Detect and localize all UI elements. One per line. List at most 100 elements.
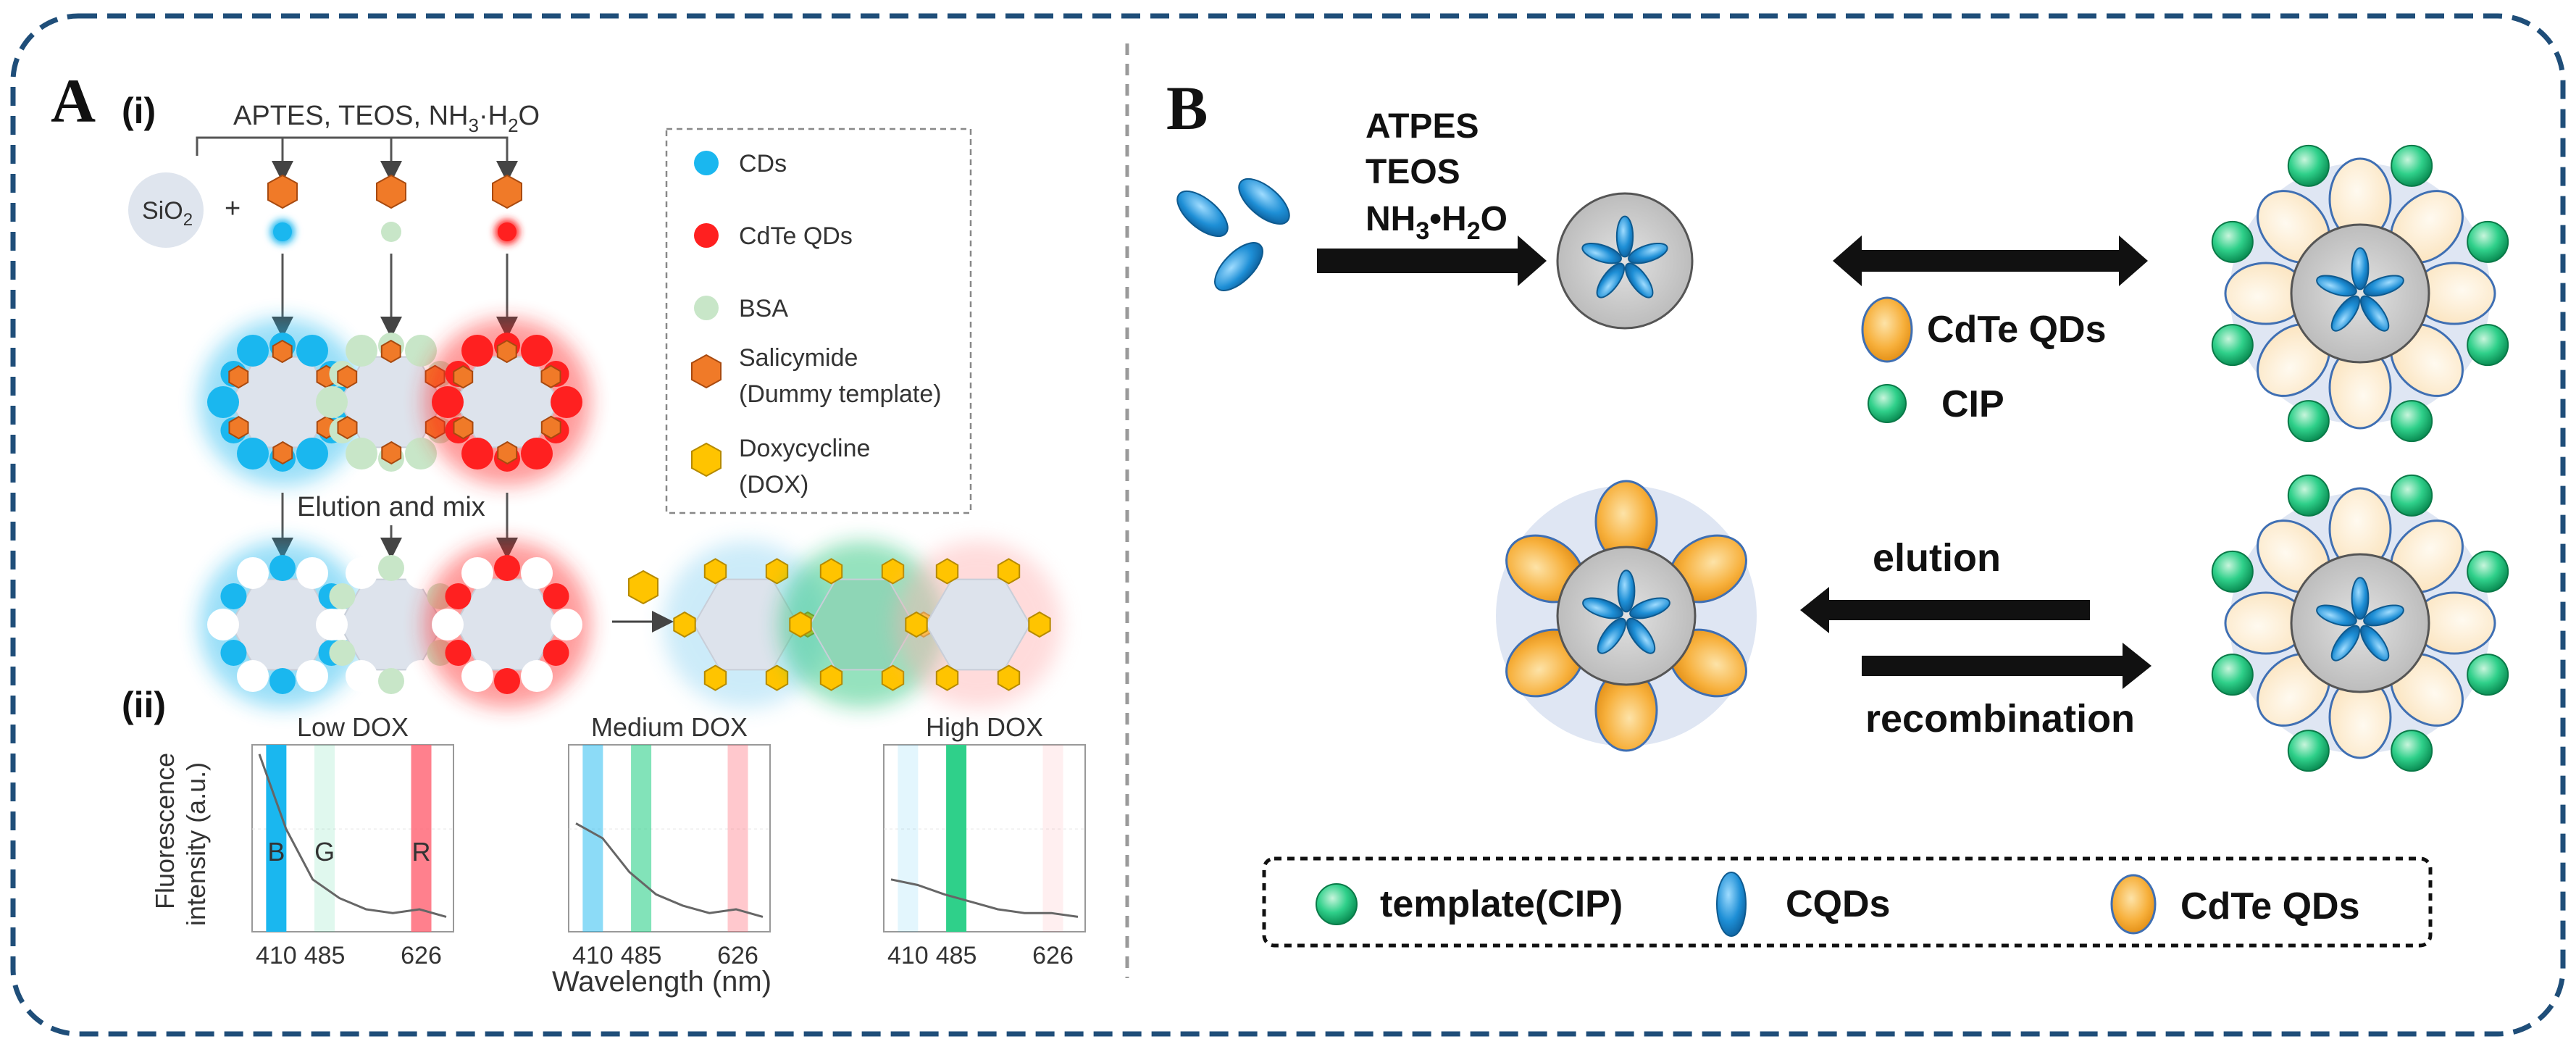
legend-dox-swatch	[691, 442, 722, 477]
spectrum-tick: 626	[1032, 942, 1074, 969]
template-hexagon	[381, 441, 402, 465]
cip-template	[2287, 144, 2330, 187]
cip-template	[2467, 220, 2509, 263]
legend-cdte-swatch	[694, 223, 719, 248]
cip-template	[2391, 730, 2433, 772]
legend-box-b	[1262, 856, 2433, 948]
cavity	[346, 660, 377, 693]
nanodot	[296, 334, 328, 367]
reagent-connector	[196, 136, 509, 174]
nanodot	[237, 438, 269, 470]
cdte-qds-label: CdTe QDs	[1927, 309, 2107, 351]
legend-salicymide-label2: (Dummy template)	[739, 380, 942, 408]
cip-template	[2391, 144, 2433, 187]
nanodot	[346, 334, 377, 367]
spectrum-tick: 410	[256, 942, 297, 969]
cip-template	[2287, 730, 2330, 772]
embedded-cqd	[2316, 275, 2357, 297]
embedded-cqd	[1596, 262, 1626, 299]
cip-template	[2211, 550, 2254, 593]
legend-cip-label: template(CIP)	[1380, 883, 1623, 925]
y-axis-label-2: intensity (a.u.)	[181, 762, 211, 926]
cavity	[461, 660, 493, 693]
legend-cip-swatch	[1316, 883, 1358, 925]
dox-hexagon-bound	[881, 558, 905, 585]
free-cqd-3	[1214, 242, 1263, 291]
dox-hexagon-bound	[819, 558, 843, 585]
eluted-particles-row	[199, 541, 1061, 708]
embedded-cqd	[1624, 262, 1654, 299]
embedded-cqd	[2359, 625, 2390, 662]
green-dox-particle	[779, 541, 945, 708]
spectrum-tick: 485	[936, 942, 977, 969]
cip-template	[2287, 474, 2330, 517]
dox-hexagon-bound	[703, 664, 727, 691]
band-letter: G	[314, 837, 335, 867]
spectrum-tick: 485	[621, 942, 662, 969]
spectrum-band	[946, 745, 967, 932]
legend-bsa-swatch	[694, 296, 719, 320]
cip-icon	[1868, 384, 1907, 423]
spectrum-tick: 410	[887, 942, 929, 969]
nanodot	[269, 668, 296, 694]
salicymide-hexagon-2	[376, 174, 406, 209]
embedded-cqd	[1615, 215, 1634, 258]
cavity	[346, 556, 377, 589]
dox-hexagon-bound	[881, 664, 905, 691]
legend-dox-label: Doxycycline	[739, 435, 870, 462]
nanodot	[269, 555, 296, 581]
salicymide-hexagon-3	[492, 174, 522, 209]
silica-core	[1556, 192, 1694, 330]
cavity	[432, 609, 464, 640]
embedded-cqd	[2330, 625, 2361, 662]
cavity	[207, 609, 239, 640]
spectrum-tick: 410	[572, 942, 614, 969]
spectrum-title: Low DOX	[297, 712, 409, 742]
panel-a-sub-i: (i)	[122, 91, 156, 131]
legend-cqd-swatch	[1716, 872, 1747, 937]
embedded-cqd	[2316, 604, 2357, 627]
cavity	[316, 609, 348, 640]
nanodot	[220, 583, 247, 609]
spectrum-band	[411, 745, 432, 932]
nanodot	[207, 386, 239, 418]
cip-template	[2211, 654, 2254, 696]
dox-hexagon-bound	[905, 611, 928, 638]
spectrum-title: High DOX	[926, 712, 1043, 742]
cip-label: CIP	[1941, 383, 2004, 425]
nanodot	[521, 438, 553, 470]
nanodot	[445, 640, 472, 666]
elution-arrow	[1800, 587, 2090, 633]
free-cqd-2	[1238, 178, 1290, 225]
reagent-teos: TEOS	[1366, 153, 1460, 191]
legend-bsa-label: BSA	[739, 295, 788, 322]
nanodot	[461, 438, 493, 470]
embedded-cqd	[1597, 617, 1627, 654]
template-hexagon	[228, 365, 249, 389]
sio2-particle	[128, 172, 204, 248]
cavity	[461, 556, 493, 589]
spectrum-tick: 626	[717, 942, 758, 969]
template-hexagon	[337, 416, 358, 440]
dox-hexagon-bound	[673, 611, 696, 638]
synthesis-arrow	[1317, 235, 1547, 286]
mip-composite-full	[2211, 144, 2509, 443]
template-hexagon	[540, 415, 561, 439]
nanodot	[220, 640, 247, 666]
nanodot	[551, 386, 582, 418]
embedded-cqd	[2330, 295, 2361, 332]
spectrum-band	[1042, 745, 1063, 932]
cip-template	[2467, 550, 2509, 593]
recombination-arrow	[1862, 643, 2151, 689]
spectrum-curve	[258, 754, 447, 918]
template-hexagon	[228, 416, 249, 440]
nanodot	[494, 555, 520, 581]
cdte-imprinted-particle	[424, 319, 590, 485]
nanodot	[316, 386, 348, 418]
legend-salicymide-label: Salicymide	[739, 344, 858, 372]
nanodot	[329, 583, 356, 609]
cavity	[296, 556, 328, 589]
